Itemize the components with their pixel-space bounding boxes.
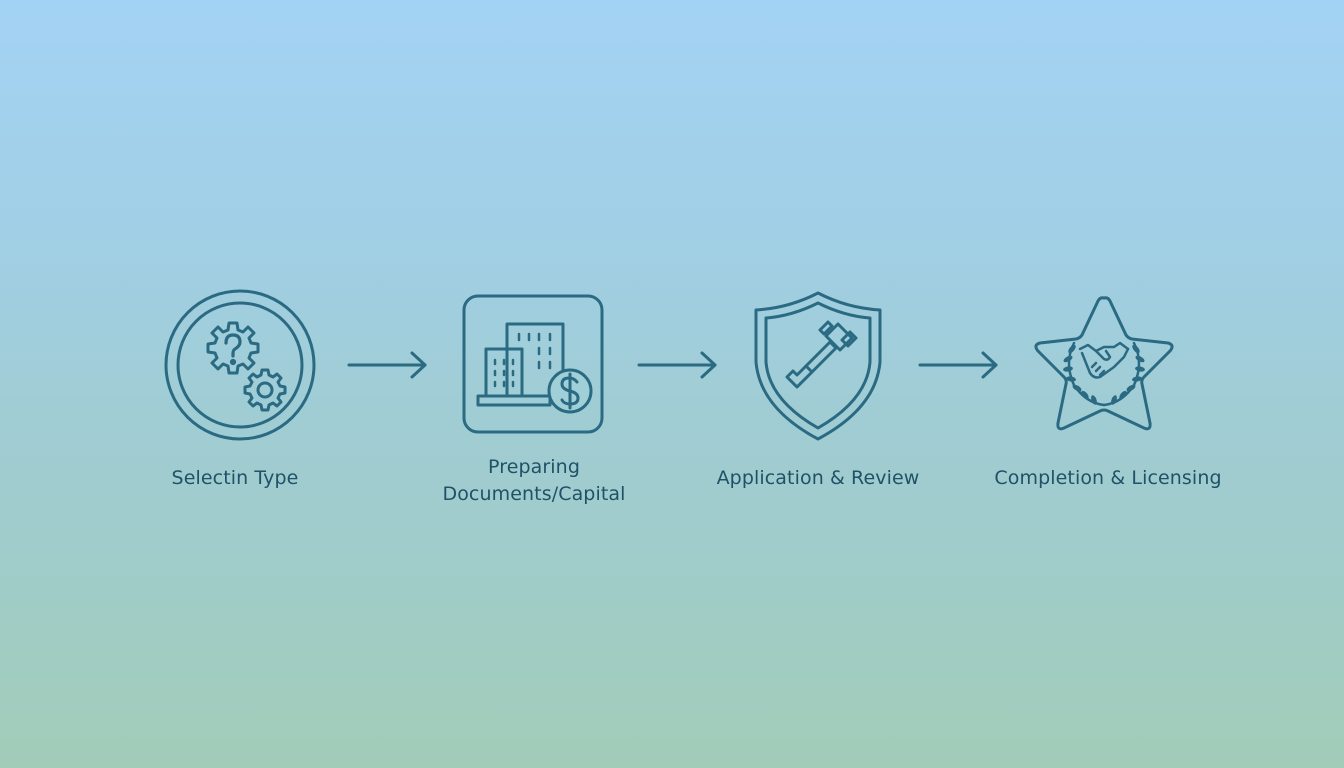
star-handshake-laurel-icon [1030,293,1178,437]
arrow-right-icon [346,350,430,384]
arrow-right-icon [636,350,720,384]
step-4-label: Completion & Licensing [994,467,1222,489]
step-3-label: Application & Review [716,467,920,489]
step-1-label: Selectin Type [171,467,299,489]
gears-question-icon [163,288,317,442]
step-2-label: Preparing Documents/Capital [442,456,626,505]
shield-gavel-check-icon [752,290,884,442]
arrow-right-icon [917,350,1001,384]
buildings-dollar-icon [462,294,604,434]
